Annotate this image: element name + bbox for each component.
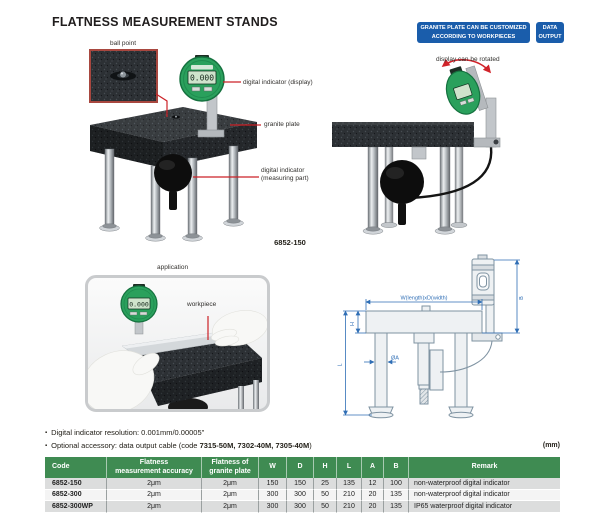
lcd-readout-app: 0.000 — [129, 301, 149, 309]
spec-header-row: Code Flatness measurement accuracy Flatn… — [45, 457, 560, 478]
note-accessory: ▪Optional accessory: data output cable (… — [45, 441, 312, 450]
cell-d: 150 — [287, 478, 314, 490]
cell-l: 135 — [337, 478, 362, 490]
note-accessory-suffix: ) — [309, 441, 312, 450]
callout-granite-plate: granite plate — [264, 121, 300, 128]
dimension-labels: W(length)xD(width) B H L ØA — [338, 296, 526, 367]
callout-workpiece: workpiece — [187, 301, 217, 308]
cell-b: 135 — [384, 489, 409, 501]
model-number: 6852-150 — [274, 238, 306, 247]
application-illustration: 0.000 — [88, 284, 267, 409]
cell-accuracy: 2μm — [107, 478, 202, 490]
ball-point-inset — [89, 49, 158, 103]
measuring-part — [154, 154, 192, 210]
spec-table: Code Flatness measurement accuracy Flatn… — [45, 457, 560, 513]
granite-customized-badge: GRANITE PLATE CAN BE CUSTOMIZED ACCORDIN… — [417, 22, 530, 43]
rotating-bracket — [473, 97, 501, 148]
note-resolution-text: Digital indicator resolution: 0.001mm/0.… — [51, 428, 205, 437]
right-glove — [211, 310, 267, 347]
callout-ball-point: ball point — [109, 40, 137, 47]
note-accessory-prefix: Optional accessory: data output cable (c… — [51, 441, 200, 450]
table-row: 6852-300 2μm 2μm 300 300 50 210 20 135 n… — [45, 489, 560, 501]
callout-display-rotated: display can be rotated — [436, 56, 500, 63]
cell-a: 20 — [362, 489, 384, 501]
cell-b: 100 — [384, 478, 409, 490]
table-row: 6852-300WP 2μm 2μm 300 300 50 210 20 135… — [45, 501, 560, 513]
dim-label-l: L — [338, 363, 344, 366]
note-resolution: ▪Digital indicator resolution: 0.001mm/0… — [45, 428, 204, 437]
indicator-app: 0.000 — [120, 284, 158, 335]
dimension-drawing: W(length)xD(width) B H L ØA — [338, 254, 526, 419]
cell-remark: non-waterproof digital indicator — [409, 489, 560, 501]
col-header-l: L — [337, 457, 362, 478]
col-header-remark: Remark — [409, 457, 560, 478]
cell-w: 300 — [259, 501, 287, 513]
callout-lines — [155, 81, 261, 178]
cell-w: 150 — [259, 478, 287, 490]
stand-front-illustration: 0.000 — [89, 49, 261, 242]
col-header-a: A — [362, 457, 384, 478]
cell-code: 6852-300WP — [45, 501, 107, 513]
bullet-icon: ▪ — [45, 443, 48, 449]
digital-indicator: 0.000 — [179, 55, 225, 138]
stand-side-illustration — [332, 58, 501, 235]
col-header-code: Code — [45, 457, 107, 478]
cell-l: 210 — [337, 501, 362, 513]
note-accessory-codes: 7315-50M, 7302-40M, 7305-40M — [199, 441, 310, 450]
dim-label-w: W(length)xD(width) — [400, 296, 447, 302]
callout-measuring-part: digital indicator (measuring part) — [261, 167, 309, 183]
cell-b: 135 — [384, 501, 409, 513]
rotated-indicator — [445, 65, 489, 115]
granite-plate-side — [332, 122, 474, 147]
cell-remark: non-waterproof digital indicator — [409, 478, 560, 490]
col-header-w: W — [259, 457, 287, 478]
application-photo: 0.000 — [85, 275, 270, 412]
page-title: FLATNESS MEASUREMENT STANDS — [52, 15, 278, 29]
dim-label-b: B — [519, 296, 525, 300]
left-glove — [88, 350, 160, 409]
col-header-h: H — [314, 457, 337, 478]
probe-mount — [411, 146, 427, 160]
cell-flatness: 2μm — [202, 489, 259, 501]
table-row: 6852-150 2μm 2μm 150 150 25 135 12 100 n… — [45, 478, 560, 490]
cell-accuracy: 2μm — [107, 501, 202, 513]
cell-a: 12 — [362, 478, 384, 490]
data-output-badge: DATA OUTPUT — [536, 22, 564, 43]
drawing-structure — [365, 254, 503, 419]
rotation-arrow — [441, 58, 492, 74]
cell-code: 6852-150 — [45, 478, 107, 490]
cell-code: 6852-300 — [45, 489, 107, 501]
measuring-part-side — [380, 160, 424, 225]
callout-application: application — [157, 264, 189, 271]
cell-a: 20 — [362, 501, 384, 513]
dim-label-h: H — [350, 322, 356, 326]
cell-d: 300 — [287, 489, 314, 501]
cell-remark: IP65 waterproof digital indicator — [409, 501, 560, 513]
cell-h: 50 — [314, 489, 337, 501]
lcd-readout: 0.000 — [190, 74, 214, 83]
cell-h: 50 — [314, 501, 337, 513]
dimension-lines — [343, 259, 520, 416]
cell-w: 300 — [259, 489, 287, 501]
col-header-flatness: Flatness of granite plate — [202, 457, 259, 478]
granite-plate — [90, 107, 257, 168]
cell-h: 25 — [314, 478, 337, 490]
bullet-icon: ▪ — [45, 430, 48, 436]
cell-l: 210 — [337, 489, 362, 501]
cell-accuracy: 2μm — [107, 489, 202, 501]
unit-note: (mm) — [542, 442, 560, 449]
callout-display: digital indicator (display) — [243, 79, 313, 86]
indicator-cable — [409, 146, 493, 200]
dim-label-a: ØA — [391, 356, 399, 362]
col-header-b: B — [384, 457, 409, 478]
col-header-d: D — [287, 457, 314, 478]
col-header-accuracy: Flatness measurement accuracy — [107, 457, 202, 478]
stand-legs — [99, 145, 244, 242]
cell-flatness: 2μm — [202, 478, 259, 490]
cell-flatness: 2μm — [202, 501, 259, 513]
cell-d: 300 — [287, 501, 314, 513]
